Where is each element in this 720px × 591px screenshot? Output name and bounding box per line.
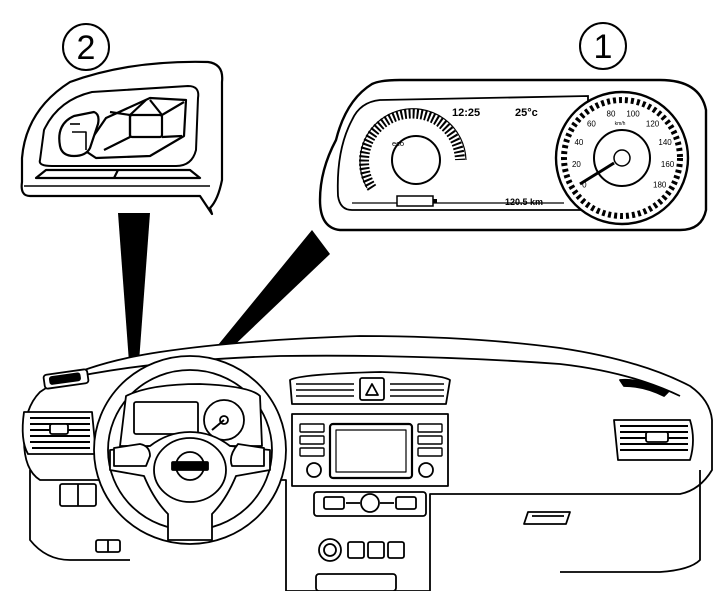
speed-tick-label: 40 [574, 138, 583, 147]
speed-tick-label: 100 [626, 109, 640, 118]
speed-tick-label: 20 [572, 160, 581, 169]
callout-2: 2 [62, 23, 110, 71]
speed-tick-label: 160 [661, 160, 675, 169]
speed-unit: km/h [615, 121, 626, 127]
callout-1: 1 [579, 22, 627, 70]
callout-2-circle [62, 23, 110, 71]
callout-1-circle [579, 22, 627, 70]
dashboard [21, 335, 713, 591]
clock-readout: 12:25 [452, 107, 480, 119]
speed-tick-label: 120 [646, 120, 660, 129]
speed-tick-label: 60 [587, 120, 596, 129]
speed-tick-label: 180 [653, 180, 667, 189]
speed-tick-label: 80 [607, 109, 616, 118]
battery-icon [396, 195, 434, 207]
speedometer: 0 20 40 60 80 100 120 140 160 180 km/h [554, 90, 690, 226]
speed-tick-label: 140 [658, 138, 672, 147]
callout-2-number: 2 [77, 29, 96, 67]
eco-label: eco [392, 139, 404, 148]
steering-switch-closeup [20, 60, 224, 216]
speed-tick-label: 0 [582, 180, 587, 189]
callout-1-number: 1 [594, 28, 613, 66]
range-readout: 120.5 km [505, 197, 543, 207]
temperature-readout: 25°c [515, 107, 538, 119]
power-gauge: eco [359, 108, 467, 191]
speedometer-tick-labels: 0 20 40 60 80 100 120 140 160 180 [572, 109, 675, 189]
pointer-2 [118, 213, 150, 430]
meter-closeup: eco 12:25 25°c 120.5 km 0 20 40 60 80 100 120 1… [318, 78, 708, 232]
